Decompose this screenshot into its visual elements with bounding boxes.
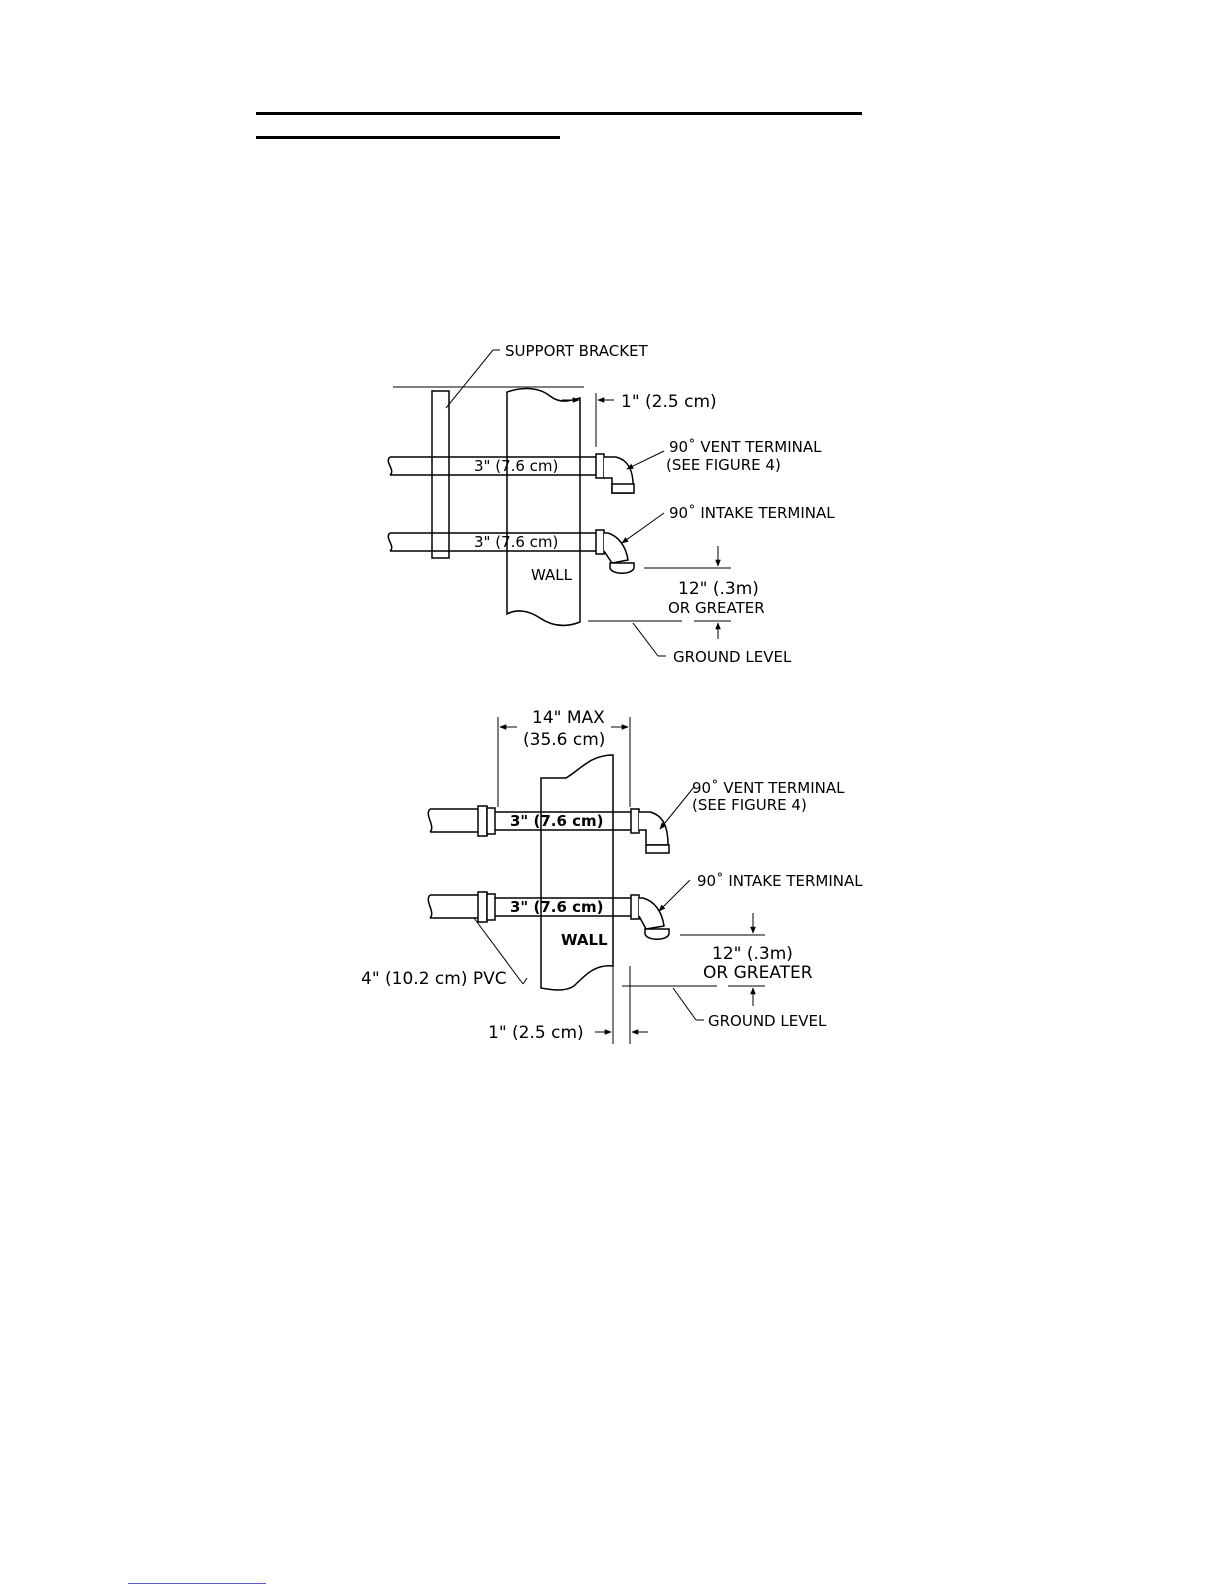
label-pipe-lower-bottom: 3" (7.6 cm) (510, 898, 604, 916)
label-pvc: 4" (10.2 cm) PVC (361, 969, 507, 989)
label-intake-terminal-bottom: 90˚ INTAKE TERMINAL (697, 872, 863, 890)
label-height-bottom-2: OR GREATER (703, 963, 813, 983)
label-ground-level-bottom: GROUND LEVEL (708, 1012, 827, 1030)
label-wall-bottom: WALL (561, 931, 608, 949)
header-rule-short (256, 136, 560, 139)
lower-pipe-top (387, 529, 635, 574)
figure-top (387, 349, 731, 657)
label-pipe-upper-bottom: 3" (7.6 cm) (510, 812, 604, 830)
label-height-top-1: 12" (.3m) (678, 579, 759, 599)
label-intake-terminal-top: 90˚ INTAKE TERMINAL (669, 504, 835, 522)
upper-pipe-bottom (427, 805, 670, 854)
label-wall-top: WALL (531, 566, 573, 584)
label-pipe-lower-top: 3" (7.6 cm) (474, 533, 558, 551)
label-support-bracket: SUPPORT BRACKET (505, 342, 649, 360)
upper-pipe-top (387, 453, 635, 494)
footer-rule (128, 1583, 266, 1584)
label-pipe-upper-top: 3" (7.6 cm) (474, 457, 558, 475)
label-vent-terminal-bottom-1: 90˚ VENT TERMINAL (692, 779, 845, 797)
header-rule-long (256, 112, 862, 115)
label-max-bottom-2: (35.6 cm) (523, 730, 605, 750)
label-max-bottom-1: 14" MAX (532, 708, 605, 728)
label-height-top-2: OR GREATER (668, 599, 765, 617)
wall-top (506, 387, 581, 627)
label-vent-terminal-top-1: 90˚ VENT TERMINAL (669, 438, 822, 456)
label-clearance-bottom: 1" (2.5 cm) (488, 1023, 584, 1043)
label-vent-terminal-bottom-2: (SEE FIGURE 4) (692, 796, 807, 814)
figure-bottom (427, 717, 765, 1044)
label-ground-level-top: GROUND LEVEL (673, 648, 792, 666)
wall-bottom (540, 754, 614, 991)
label-height-bottom-1: 12" (.3m) (712, 944, 793, 964)
label-vent-terminal-top-2: (SEE FIGURE 4) (666, 456, 781, 474)
lower-pipe-bottom (427, 891, 670, 940)
label-clearance-top: 1" (2.5 cm) (621, 392, 717, 412)
